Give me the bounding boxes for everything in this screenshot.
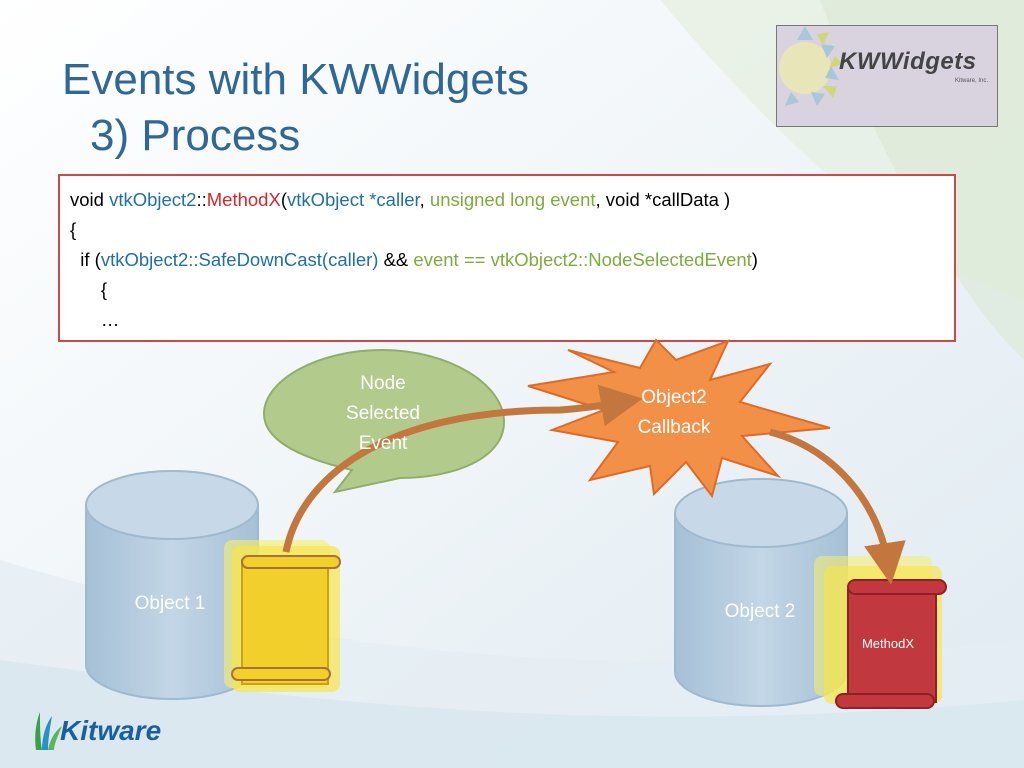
object2-callback-burst bbox=[527, 338, 831, 499]
code-line-2: { bbox=[70, 215, 944, 245]
object2-cylinder bbox=[674, 478, 848, 707]
kitware-leaf-icon bbox=[35, 712, 62, 750]
code-token: void bbox=[70, 189, 110, 210]
code-token: MethodX bbox=[206, 189, 281, 210]
slide-title: Events with KWWidgets 3) Process bbox=[62, 52, 529, 164]
code-token: event == vtkObject2::NodeSelectedEvent bbox=[413, 249, 752, 270]
object1-label: Object 1 bbox=[134, 593, 206, 614]
object2-label: Object 2 bbox=[724, 601, 796, 622]
sun-icon bbox=[779, 26, 843, 106]
bubble-line-3: Event bbox=[358, 433, 408, 454]
callback-line-1: Object2 bbox=[641, 387, 707, 408]
code-token: vtkObject *caller bbox=[286, 189, 420, 210]
callback-label: Object2 Callback bbox=[618, 383, 730, 443]
bubble-line-1: Node bbox=[360, 373, 406, 394]
kwwidgets-logo: KWWidgets Kitware, Inc. bbox=[776, 25, 998, 127]
callback-line-2: Callback bbox=[637, 417, 711, 438]
code-line-1: void vtkObject2::MethodX(vtkObject *call… bbox=[70, 185, 944, 215]
node-selected-bubble bbox=[262, 348, 506, 494]
kitware-brand: Kitware bbox=[60, 715, 162, 746]
code-token: { bbox=[70, 219, 77, 240]
code-token: vtkObject2::SafeDownCast(caller) bbox=[100, 249, 379, 270]
title-line-2: 3) Process bbox=[90, 111, 301, 160]
code-token: unsigned long event bbox=[429, 189, 596, 210]
code-token: ) bbox=[751, 249, 758, 270]
code-token: :: bbox=[196, 189, 207, 210]
bubble-line-2: Selected bbox=[346, 403, 420, 424]
logo-word: KWWidgets bbox=[839, 48, 977, 75]
code-token: && bbox=[378, 249, 414, 270]
code-snippet: void vtkObject2::MethodX(vtkObject *call… bbox=[58, 174, 956, 342]
methodx-label: MethodX bbox=[861, 636, 915, 651]
code-token: { bbox=[70, 279, 108, 300]
code-line-3: if (vtkObject2::SafeDownCast(caller) && … bbox=[70, 245, 944, 275]
code-line-4: { bbox=[70, 275, 944, 305]
title-line-1: Events with KWWidgets bbox=[62, 55, 530, 104]
callback-arrow bbox=[769, 428, 906, 585]
code-token: … bbox=[70, 309, 120, 330]
code-line-5: … bbox=[70, 305, 944, 335]
code-token: , void *callData ) bbox=[595, 189, 731, 210]
code-token: ( bbox=[280, 189, 287, 210]
code-token: , bbox=[419, 189, 430, 210]
object1-scroll-stack bbox=[224, 540, 341, 692]
event-arrow bbox=[282, 384, 643, 553]
bubble-label: Node Selected Event bbox=[318, 369, 448, 459]
code-token: vtkObject2 bbox=[109, 189, 197, 210]
object2-scroll-stack bbox=[814, 556, 947, 709]
code-token: if ( bbox=[70, 249, 101, 270]
logo-sub: Kitware, Inc. bbox=[955, 78, 989, 84]
